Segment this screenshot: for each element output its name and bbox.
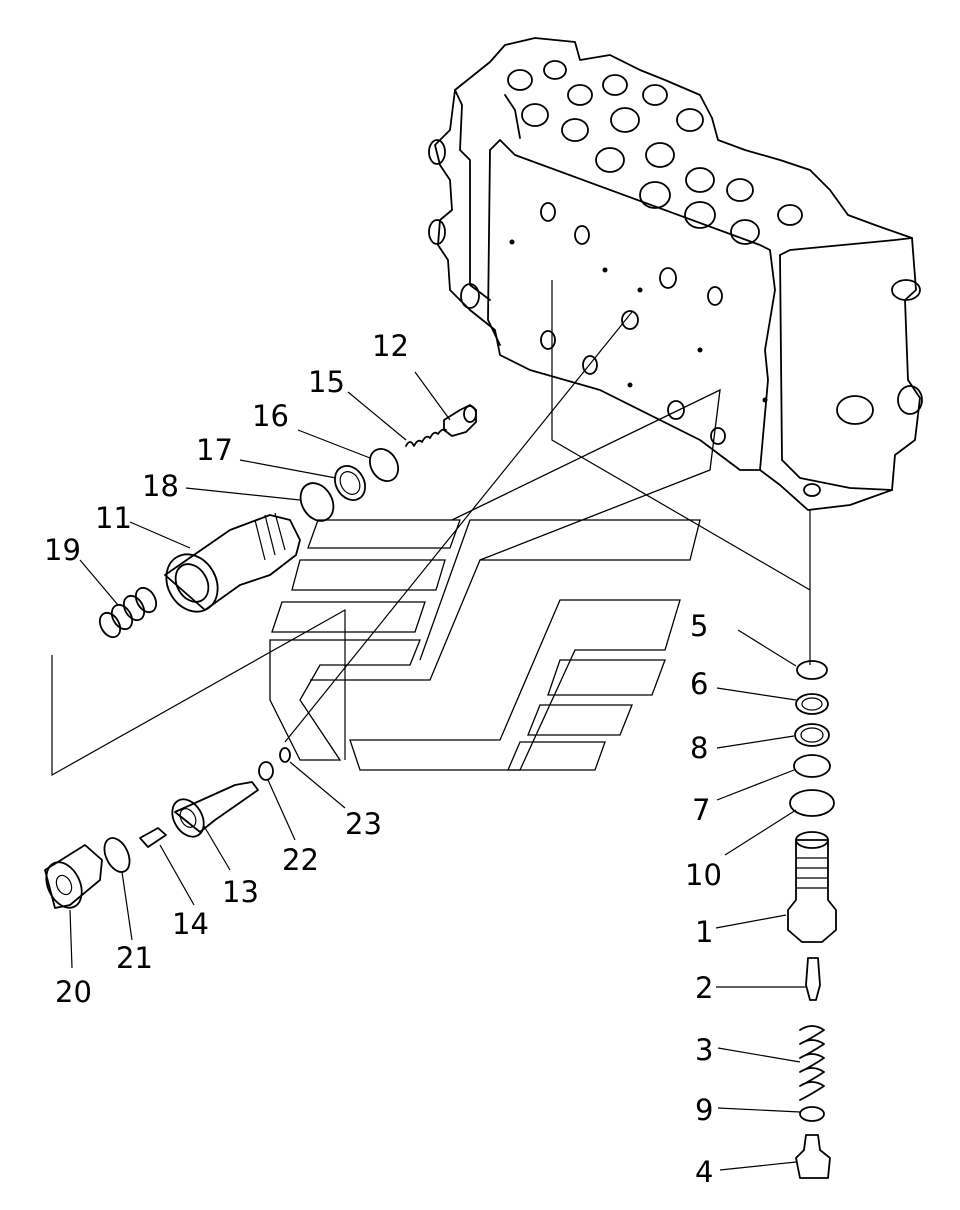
callout-16: 16 (252, 399, 289, 433)
callout-10: 10 (685, 858, 722, 892)
part-9 (799, 1106, 825, 1122)
part-6 (795, 693, 829, 715)
part-12 (443, 404, 477, 437)
callout-2: 2 (695, 971, 713, 1005)
part-3 (799, 1025, 825, 1101)
part-4 (795, 1134, 831, 1179)
callout-5: 5 (690, 609, 708, 643)
callout-6: 6 (690, 667, 708, 701)
part-21 (103, 837, 131, 873)
part-11 (164, 512, 301, 613)
part-5 (796, 660, 828, 680)
part-14 (139, 827, 167, 848)
part-2 (805, 957, 821, 1001)
part-22 (258, 761, 274, 781)
callout-22: 22 (282, 843, 319, 877)
part-19 (98, 586, 158, 639)
callout-13: 13 (222, 875, 259, 909)
callout-20: 20 (55, 975, 92, 1009)
callout-9: 9 (695, 1093, 713, 1127)
callout-4: 4 (695, 1155, 713, 1189)
part-1 (787, 831, 837, 943)
part-13 (171, 781, 259, 838)
part-18 (299, 482, 335, 522)
callout-19: 19 (44, 533, 81, 567)
part-10 (789, 789, 835, 817)
callout-8: 8 (690, 731, 708, 765)
part-17 (334, 465, 366, 501)
part-23 (279, 747, 291, 763)
callout-18: 18 (142, 469, 179, 503)
part-15 (405, 428, 447, 447)
part-16 (368, 448, 400, 482)
callout-3: 3 (695, 1033, 713, 1067)
callout-21: 21 (116, 941, 153, 975)
part-7 (793, 754, 831, 778)
valve-block (428, 37, 923, 511)
callout-11: 11 (95, 501, 132, 535)
callout-1: 1 (695, 915, 713, 949)
callout-14: 14 (172, 907, 209, 941)
callout-23: 23 (345, 807, 382, 841)
callout-leaders (69, 371, 806, 1171)
callout-7: 7 (692, 793, 710, 827)
callout-17: 17 (196, 433, 233, 467)
part-20 (44, 844, 103, 909)
callout-15: 15 (308, 365, 345, 399)
callout-12: 12 (372, 329, 409, 363)
assembly-lines (51, 280, 811, 777)
watermark-logo (269, 388, 721, 771)
part-8 (794, 723, 830, 747)
callout-labels: 1 2 3 4 5 6 7 8 9 10 11 12 13 14 15 16 1… (44, 329, 722, 1189)
